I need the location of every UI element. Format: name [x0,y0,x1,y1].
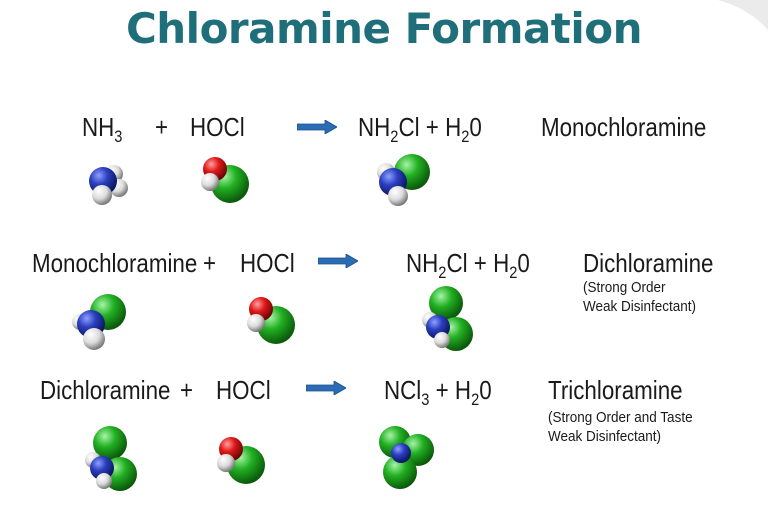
hypochlorous-acid-molecule [217,437,265,484]
reactant-hocl: HOCl [216,375,271,405]
reaction-arrow [297,120,337,134]
hypochlorous-acid-molecule [247,297,295,344]
reactant-dichloramine: Dichloramine [40,375,171,405]
dichloramine-molecule [85,426,137,491]
product-formula: NH2Cl + H20 [406,248,530,282]
product-name: Trichloramine [548,375,683,405]
page-corner-shadow [718,0,768,30]
reaction-arrow [306,381,346,395]
product-formula: NH2Cl + H20 [358,112,482,146]
monochloramine-molecule [377,154,430,206]
page-title: Chloramine Formation [125,4,643,53]
reactant-hocl: HOCl [240,248,295,278]
reactant-monochloramine: Monochloramine [32,248,198,278]
plus-sign: + [180,375,194,405]
monochloramine-molecule [72,294,126,350]
dichloramine-molecule [422,286,473,351]
hypochlorous-acid-molecule [201,157,249,203]
reaction-arrow [318,254,358,268]
product-name: Dichloramine [583,248,714,278]
reactant-hocl: HOCl [190,112,245,142]
reactant-ammonia: NH3 [82,112,123,146]
trichloramine-molecule [379,426,434,489]
product-name: Monochloramine [541,112,707,142]
plus-sign: + [203,248,217,278]
product-formula: NCl3 + H20 [384,375,492,409]
plus-sign: + [155,112,169,142]
ammonia-molecule [89,165,128,205]
